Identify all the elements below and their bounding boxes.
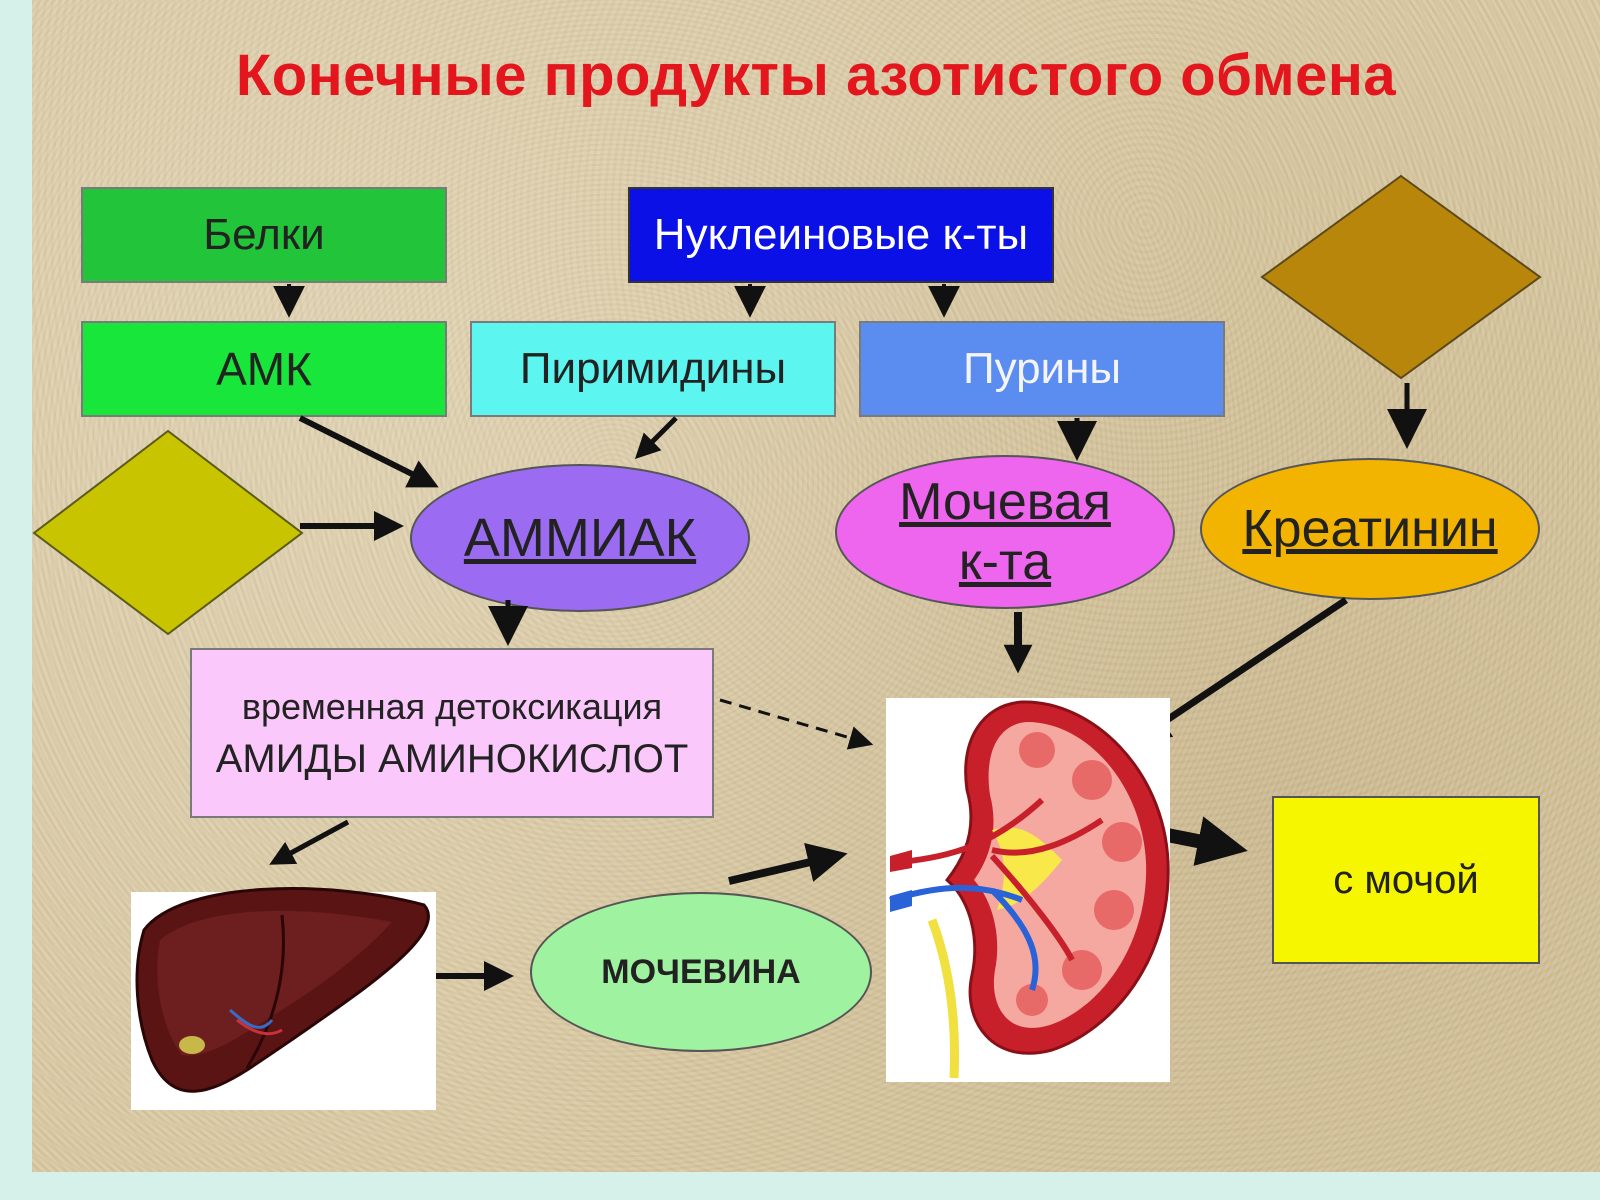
- node-creatinine: Креатинин: [1200, 458, 1540, 600]
- node-creatine-label: Креатин: [1323, 254, 1483, 301]
- node-amino-acids-label: АМК: [216, 343, 312, 395]
- node-uric-acid-label-1: Мочевая: [899, 473, 1111, 531]
- node-proteins: Белки: [81, 187, 447, 283]
- node-urea: МОЧЕВИНА: [530, 892, 872, 1052]
- node-pyrimidines-label: Пиримидины: [519, 344, 787, 393]
- node-detoxification: временная детоксикация АМИДЫ АМИНОКИСЛОТ: [190, 648, 714, 818]
- node-amino-acids: АМК: [81, 321, 447, 417]
- node-with-urine: с мочой: [1272, 796, 1540, 964]
- node-urea-label: МОЧЕВИНА: [601, 952, 801, 991]
- node-pyrimidines: Пиримидины: [470, 321, 836, 417]
- node-detox-label-2: АМИДЫ АМИНОКИСЛОТ: [215, 737, 689, 781]
- node-proteins-label: Белки: [203, 210, 325, 259]
- node-ammonia: АММИАК: [410, 464, 750, 612]
- node-nucleic-acids: Нуклеиновые к-ты: [628, 187, 1054, 283]
- page-title: Конечные продукты азотистого обмена: [235, 43, 1397, 108]
- node-creatinine-label: Креатинин: [1242, 500, 1498, 558]
- node-with-urine-label: с мочой: [1333, 857, 1479, 902]
- node-amines-label: Амины: [101, 510, 235, 557]
- slide-background: Конечные продукты азотистого обмена Белк…: [32, 0, 1600, 1172]
- node-uric-acid-label-2: к-та: [958, 533, 1052, 591]
- node-nucleic-acids-label: Нуклеиновые к-ты: [653, 210, 1029, 259]
- node-purines-label: Пурины: [962, 344, 1122, 393]
- node-purines: Пурины: [859, 321, 1225, 417]
- node-uric-acid: Мочевая к-та: [835, 455, 1175, 609]
- node-ammonia-label: АММИАК: [463, 508, 697, 568]
- node-detox-label-1: временная детоксикация: [241, 686, 663, 727]
